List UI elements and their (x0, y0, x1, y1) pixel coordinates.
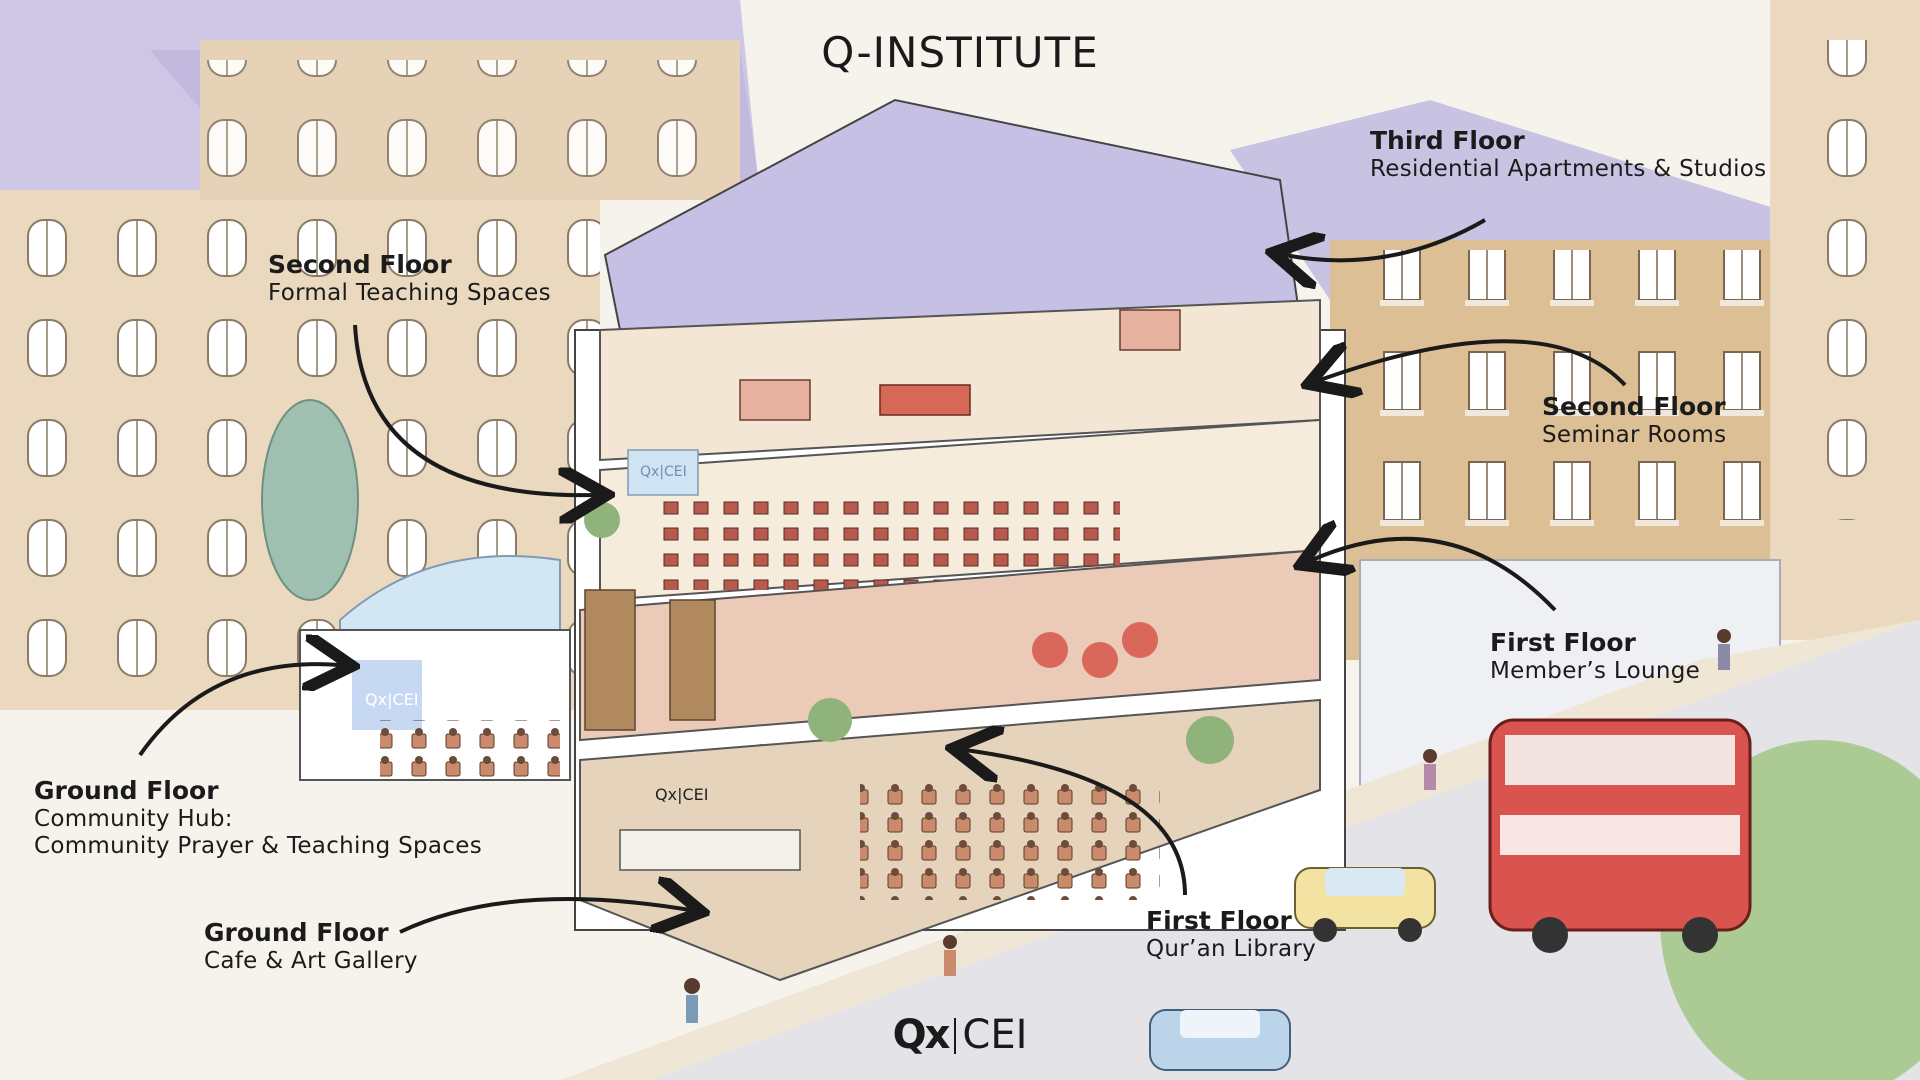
logo-mark: Qx (892, 1012, 951, 1058)
arrow-curve-icon-first-lounge (1312, 539, 1557, 612)
glass-canopy (339, 555, 561, 641)
arrow-curve-icon-ground-cafe (399, 899, 690, 932)
library-bookcase-2 (669, 599, 716, 721)
callout-third-floor-name: Third Floor (1370, 126, 1525, 155)
left-tree (261, 399, 359, 601)
wall-sign-teaching: Qx|CEI (640, 464, 687, 480)
callout-second-floor-seminar-name: Second Floor (1542, 392, 1726, 421)
double-decker-bus-icon (1488, 718, 1752, 953)
page-title: Q-INSTITUTE (821, 28, 1099, 77)
cafe-counter (619, 829, 801, 871)
lounge-chair-1 (1032, 632, 1068, 668)
arrow-curve-icon-first-library (965, 750, 1187, 896)
callout-second-floor-seminar: Second Floor Seminar Rooms (1542, 392, 1726, 449)
ground-seating (860, 780, 1160, 900)
annex-sign-panel (352, 660, 422, 730)
callout-third-floor: Third Floor Residential Apartments & Stu… (1370, 126, 1766, 183)
third-floor-bed (739, 379, 811, 421)
callout-third-floor-desc: Residential Apartments & Studios (1370, 155, 1767, 182)
callout-first-floor-lounge-desc: Member’s Lounge (1490, 657, 1701, 684)
callout-ground-floor-cafe-desc: Cafe & Art Gallery (204, 947, 418, 974)
callout-first-floor-lounge-name: First Floor (1490, 628, 1636, 657)
callout-first-floor-library-name: First Floor (1146, 906, 1292, 935)
car-icon (1294, 867, 1436, 942)
logo-divider (954, 1018, 957, 1054)
teaching-screen (627, 449, 699, 496)
callout-ground-floor-hub-desc: Community Hub: (34, 805, 233, 832)
third-floor-bed-2 (1119, 309, 1181, 351)
car-icon-2 (1149, 1009, 1291, 1071)
right-far-windows (1780, 40, 1910, 520)
callout-ground-floor-hub: Ground Floor Community Hub: Community Pr… (34, 776, 482, 860)
callout-first-floor-lounge: First Floor Member’s Lounge (1490, 628, 1700, 685)
callout-first-floor-library-desc: Qur’an Library (1146, 935, 1317, 962)
arrow-curve-icon-second-seminar (1320, 339, 1627, 385)
pedestrian-figures (684, 629, 1731, 1023)
annex-seating (380, 720, 560, 780)
arrow-curve-icon-second-formal (353, 324, 595, 495)
left-building-upper-windows (200, 60, 740, 180)
callout-second-floor-formal-name: Second Floor (268, 250, 452, 279)
lounge-chair-3 (1122, 622, 1158, 658)
callout-ground-floor-cafe-name: Ground Floor (204, 918, 389, 947)
logo-text: CEI (962, 1012, 1028, 1058)
callout-ground-floor-hub-desc-2: Community Prayer & Teaching Spaces (34, 832, 482, 859)
wall-sign-cafe: Qx|CEI (655, 785, 708, 804)
callout-ground-floor-cafe: Ground Floor Cafe & Art Gallery (204, 918, 418, 975)
callout-second-floor-seminar-desc: Seminar Rooms (1542, 421, 1727, 448)
callout-second-floor-formal-desc: Formal Teaching Spaces (268, 279, 551, 306)
library-bookcase (584, 589, 636, 731)
callout-ground-floor-hub-name: Ground Floor (34, 776, 219, 805)
callout-second-floor-formal: Second Floor Formal Teaching Spaces (268, 250, 551, 307)
lounge-chair-2 (1082, 642, 1118, 678)
arrow-curve-icon-third-floor (1285, 218, 1487, 260)
right-building-windows (1340, 250, 1770, 550)
wall-sign-annex: Qx|CEI (365, 690, 418, 709)
plant-icon-3 (808, 698, 852, 742)
third-floor-sofa (879, 384, 971, 416)
plant-icon-2 (1186, 716, 1234, 764)
callout-first-floor-library: First Floor Qur’an Library (1146, 906, 1316, 963)
arrow-curve-icon-ground-hub (138, 664, 340, 757)
first-floor-room (579, 548, 1321, 742)
plant-icon (584, 502, 620, 538)
